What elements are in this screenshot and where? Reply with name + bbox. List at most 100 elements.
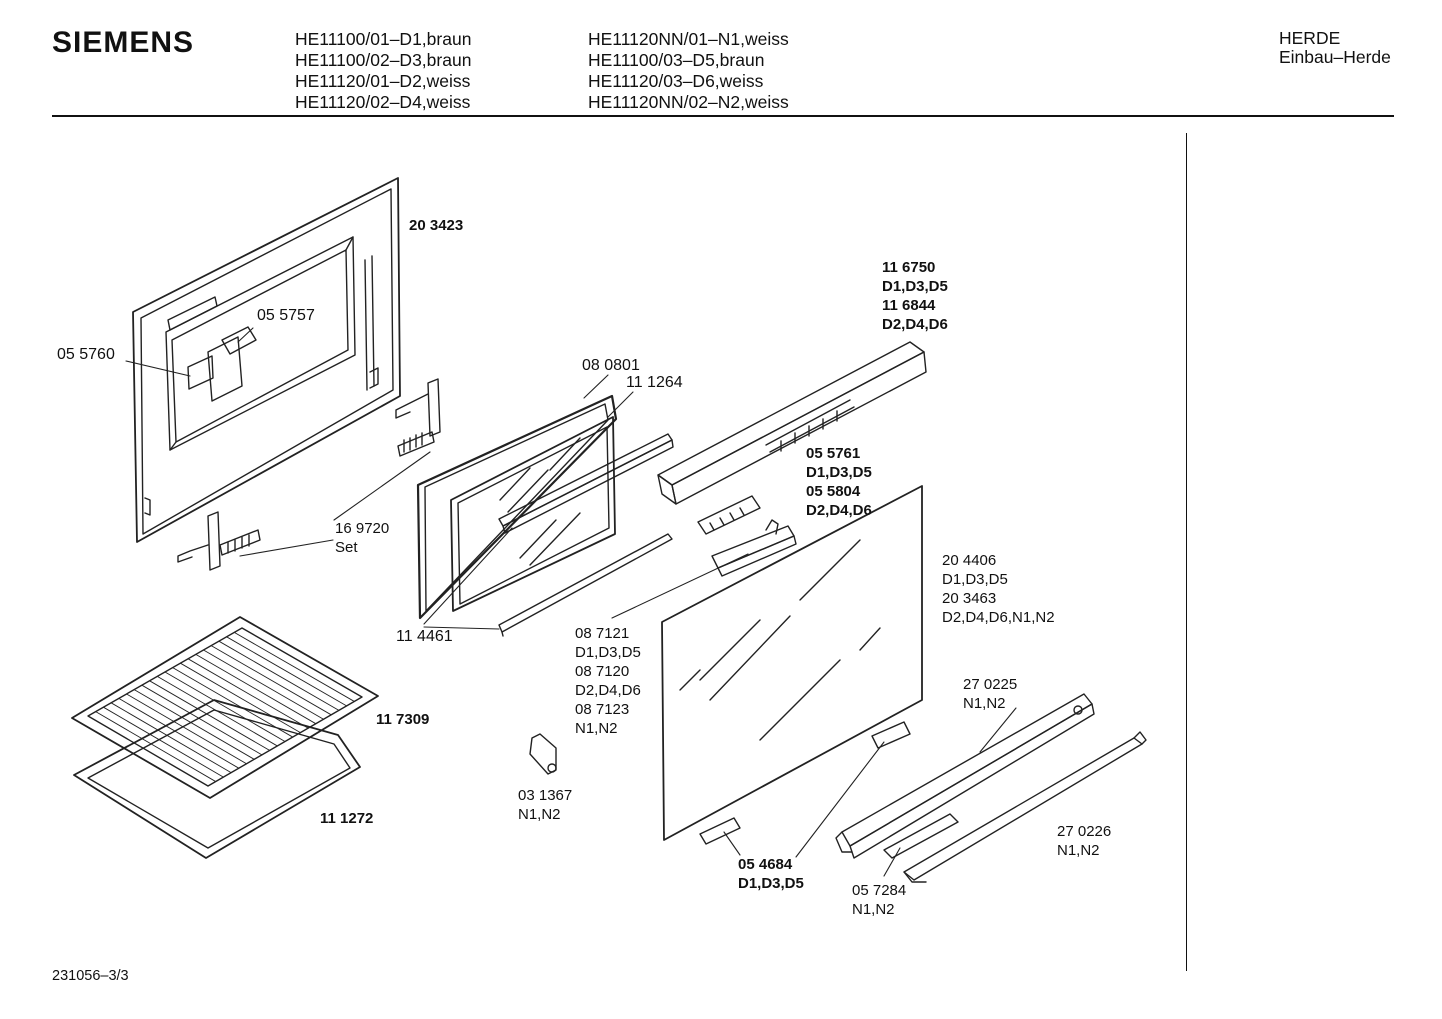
category: HERDE Einbau–Herde <box>1279 29 1391 67</box>
model-entry: HE11100/03–D5,braun <box>588 50 765 70</box>
part-number: 05 5761 <box>806 445 861 462</box>
rail-bar <box>903 731 1147 883</box>
label-204406: 20 4406 D1,D3,D5 20 3463 D2,D4,D6,N1,N2 <box>942 551 1055 627</box>
label-117309: 11 7309 <box>376 711 430 728</box>
part-number: 27 0226 <box>1057 823 1112 840</box>
model-entry: HE11120NN/02–N2,weiss <box>588 92 789 112</box>
part-number: 20 3463 <box>942 590 997 607</box>
part-number: 03 1367 <box>518 787 573 804</box>
tray-slat <box>102 706 224 778</box>
leader-lines <box>125 327 1017 877</box>
part-variant: N1,N2 <box>575 720 618 737</box>
tray-slat <box>203 649 324 720</box>
tray-slat <box>187 658 309 729</box>
tray-slat <box>118 697 240 769</box>
front-frame <box>132 177 401 543</box>
door-top-trim <box>657 341 927 505</box>
tray-slat <box>218 640 340 711</box>
model-entry: HE11120/01–D2,weiss <box>295 71 471 91</box>
model-list-2: HE11120NN/01–N1,weiss HE11100/03–D5,brau… <box>588 29 789 113</box>
tray-slat <box>210 645 332 716</box>
drawing-code: 231056–3/3 <box>52 968 129 984</box>
label-057284: 05 7284 N1,N2 <box>852 881 906 919</box>
part-number: 08 7120 <box>575 663 630 680</box>
label-080801: 08 0801 <box>582 357 640 374</box>
label-055760: 05 5760 <box>57 346 115 363</box>
label-087121: 08 7121 D1,D3,D5 08 7120 D2,D4,D6 08 712… <box>575 624 641 738</box>
tray-slat <box>195 653 317 725</box>
part-variant: N1,N2 <box>852 901 895 918</box>
glass-rail-upper <box>498 433 674 534</box>
door-clip-bottom <box>699 817 741 845</box>
part-variant: N1,N2 <box>963 695 1006 712</box>
tray-slat <box>126 693 247 765</box>
label-270225: 27 0225 N1,N2 <box>963 675 1017 713</box>
part-variant: N1,N2 <box>1057 842 1100 859</box>
tray-slat <box>110 702 232 774</box>
outer-glass <box>661 485 923 841</box>
label-169720: 16 9720 Set <box>335 519 389 557</box>
tray-slat <box>164 671 286 742</box>
label-270226: 27 0226 N1,N2 <box>1057 822 1111 860</box>
door-clip-top <box>871 721 911 749</box>
glass-rail-lower <box>498 533 673 637</box>
part-number: 05 4684 <box>738 856 793 873</box>
part-variant: D1,D3,D5 <box>882 278 948 295</box>
small-bracket <box>529 733 557 775</box>
label-031367: 03 1367 N1,N2 <box>518 786 572 824</box>
part-variant: D1,D3,D5 <box>942 571 1008 588</box>
side-rail <box>835 693 1095 859</box>
door-gasket <box>416 394 618 620</box>
tray-slat <box>179 662 301 734</box>
part-number: 11 6750 <box>882 259 936 276</box>
hinge-upper <box>395 378 441 457</box>
label-111264: 11 1264 <box>626 374 683 391</box>
tray-slat <box>141 684 263 756</box>
hinge-lower <box>177 511 261 571</box>
model-entry: HE11100/02–D3,braun <box>295 50 472 70</box>
tray-slat <box>95 711 217 782</box>
part-variant: D1,D3,D5 <box>738 875 804 892</box>
tray-slat <box>133 689 255 760</box>
oven-tray <box>71 616 379 799</box>
side-rule <box>1186 133 1187 971</box>
part-number: 08 7121 <box>575 625 630 642</box>
part-variant: D2,D4,D6,N1,N2 <box>942 609 1055 626</box>
tray-slat <box>226 636 348 707</box>
label-203423: 20 3423 <box>409 217 464 234</box>
part-variant: D2,D4,D6 <box>882 316 948 333</box>
part-variant: D1,D3,D5 <box>575 644 641 661</box>
tray-slat <box>172 667 294 738</box>
part-variant: N1,N2 <box>518 806 561 823</box>
hinge-bracket <box>187 326 257 402</box>
handle-clip <box>711 519 797 577</box>
part-number: 27 0225 <box>963 676 1018 693</box>
model-entry: HE11120/03–D6,weiss <box>588 71 764 91</box>
tray-slats <box>95 631 355 782</box>
category-subtitle: Einbau–Herde <box>1279 47 1391 67</box>
label-055757: 05 5757 <box>257 307 315 324</box>
part-note: Set <box>335 539 358 556</box>
header-rule <box>52 115 1394 117</box>
part-number: 16 9720 <box>335 520 390 537</box>
label-054684: 05 4684 D1,D3,D5 <box>738 855 804 893</box>
label-116750: 11 6750 D1,D3,D5 11 6844 D2,D4,D6 <box>882 258 948 334</box>
model-list-1: HE11100/01–D1,braun HE11100/02–D3,braun … <box>295 29 471 113</box>
tray-slat <box>149 680 271 751</box>
label-111272: 11 1272 <box>320 810 374 827</box>
part-number: 11 6844 <box>882 297 936 314</box>
mount-plate <box>883 813 959 859</box>
part-variant: D1,D3,D5 <box>806 464 872 481</box>
inner-glass <box>450 416 616 612</box>
part-number: 20 4406 <box>942 552 997 569</box>
label-114461: 11 4461 <box>396 628 453 645</box>
category-title: HERDE <box>1279 28 1341 48</box>
handle-bracket <box>697 495 761 535</box>
part-variant: D2,D4,D6 <box>806 502 872 519</box>
grill-rack <box>73 699 361 859</box>
model-entry: HE11120NN/01–N1,weiss <box>588 29 789 49</box>
brand-logo: SIEMENS <box>52 26 195 59</box>
part-number: 05 5804 <box>806 483 861 500</box>
model-entry: HE11100/01–D1,braun <box>295 29 472 49</box>
